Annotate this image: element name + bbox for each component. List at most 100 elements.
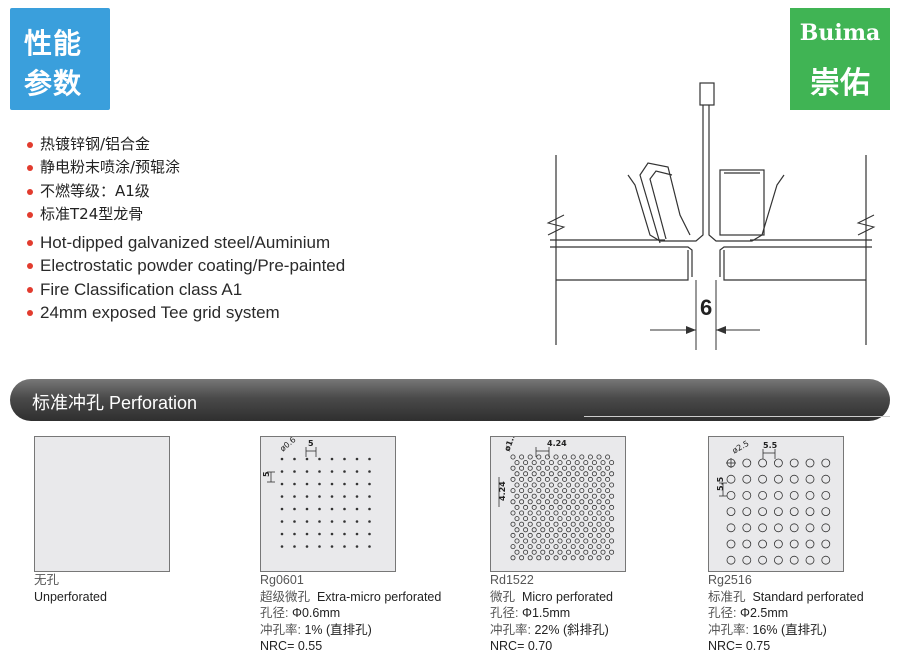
perforation-hole: [758, 555, 767, 565]
perforation-hole: [280, 482, 284, 486]
perforation-hole: [548, 516, 554, 522]
panel-caption-standard: Rg2516 标准孔 Standard perforated 孔径: Φ2.5m…: [708, 573, 864, 653]
perforation-hole: [557, 549, 563, 555]
perforation-hole: [531, 460, 537, 466]
perforation-hole: [570, 454, 576, 460]
perforation-hole: [789, 474, 799, 484]
perforation-hole: [368, 457, 371, 461]
perforation-hole: [742, 539, 752, 549]
perforation-hole: [591, 516, 597, 522]
perforation-hole: [557, 538, 563, 544]
perforation-hole: [562, 544, 568, 550]
perforation-hole: [368, 495, 371, 498]
perforation-hole: [600, 504, 606, 510]
perforation-hole: [293, 507, 296, 511]
perforation-hole: [510, 499, 516, 505]
perforation-hole: [519, 488, 525, 494]
perforation-hole: [510, 555, 516, 561]
logo-wordmark: Buima: [799, 20, 881, 46]
perforation-hole: [514, 538, 520, 544]
banner-label: 标准冲孔 Perforation: [32, 393, 198, 413]
perforation-hole: [562, 510, 568, 516]
perforation-hole: [330, 532, 334, 536]
perforation-hole: [609, 504, 615, 510]
dim-diameter: ø0.6: [278, 437, 297, 453]
perforation-hole: [583, 538, 589, 544]
panel-code: 无孔: [34, 573, 60, 587]
feature-item: Fire Classification class A1: [24, 278, 345, 302]
section-title-badge: 性能 参数: [10, 8, 110, 110]
perforation-hole: [548, 549, 554, 555]
perforation-hole: [540, 471, 546, 477]
perforation-hole: [579, 510, 585, 516]
perforation-hole: [591, 527, 597, 533]
perforation-hole: [596, 488, 602, 494]
perforation-hole: [531, 538, 537, 544]
perforation-hole: [544, 465, 550, 471]
perforation-hole: [742, 507, 752, 516]
perforation-hole: [355, 495, 359, 498]
perforation-hole: [758, 539, 767, 549]
perforation-hole: [821, 523, 831, 533]
perforation-hole: [544, 476, 550, 482]
logo-chinese: 崇佑: [810, 66, 870, 101]
perforation-hole: [574, 538, 580, 544]
perforation-hole: [305, 545, 309, 548]
perforation-hole: [514, 527, 520, 533]
perforation-hole: [774, 555, 783, 565]
perforation-hole: [536, 544, 542, 550]
perforation-hole: [305, 457, 309, 461]
perforation-hole: [789, 555, 799, 565]
perforation-hole: [368, 507, 371, 511]
perforation-hole: [553, 532, 559, 538]
perforation-hole: [600, 549, 606, 555]
perforation-hole: [570, 532, 576, 538]
perforation-hole: [789, 507, 799, 516]
perforation-hole: [609, 538, 615, 544]
perforation-hole: [774, 458, 783, 468]
perforation-hole: [596, 532, 602, 538]
perforation-hole: [583, 516, 589, 522]
perforation-hole: [591, 538, 597, 544]
standard-hole-pattern: ø2.5 5.5 5.5: [716, 439, 831, 565]
perforation-hole: [600, 482, 606, 488]
perforation-hole: [562, 532, 568, 538]
perforation-hole: [605, 521, 611, 527]
perforation-hole: [596, 521, 602, 527]
perforation-hole: [805, 555, 815, 565]
perforation-hole: [318, 482, 321, 486]
perforation-hole: [570, 488, 576, 494]
perforation-hole: [514, 549, 520, 555]
perforation-hole: [605, 544, 611, 550]
panel-code: Rd1522: [490, 573, 534, 587]
perforation-hole: [305, 507, 309, 511]
perforation-hole: [531, 493, 537, 499]
perforation-hole: [330, 457, 334, 461]
perforation-hole: [280, 470, 284, 473]
perforation-hole: [562, 465, 568, 471]
perforation-hole: [742, 474, 752, 484]
perforation-hole: [330, 482, 334, 486]
perforation-hole: [548, 493, 554, 499]
perforation-hole: [789, 491, 799, 500]
perforation-hole: [305, 520, 309, 523]
panel-code: Rg0601: [260, 573, 304, 587]
perforation-hole: [570, 555, 576, 561]
perforation-hole: [305, 482, 309, 486]
perforation-hole: [540, 516, 546, 522]
perforation-hole: [523, 516, 529, 522]
extra-micro-panel: ø0.6 5 5: [260, 436, 396, 572]
perforation-hole: [821, 474, 831, 484]
perforation-hole: [280, 545, 284, 548]
perforation-hole: [562, 454, 568, 460]
perforation-hole: [587, 476, 593, 482]
perforation-hole: [536, 510, 542, 516]
perforation-hole: [510, 465, 516, 471]
perforation-hole: [805, 539, 815, 549]
perforation-hole: [579, 465, 585, 471]
perforation-hole: [343, 545, 346, 548]
perforation-hole: [758, 458, 767, 468]
perforation-hole: [368, 482, 371, 486]
perforation-hole: [355, 482, 359, 486]
perforation-hole: [600, 460, 606, 466]
